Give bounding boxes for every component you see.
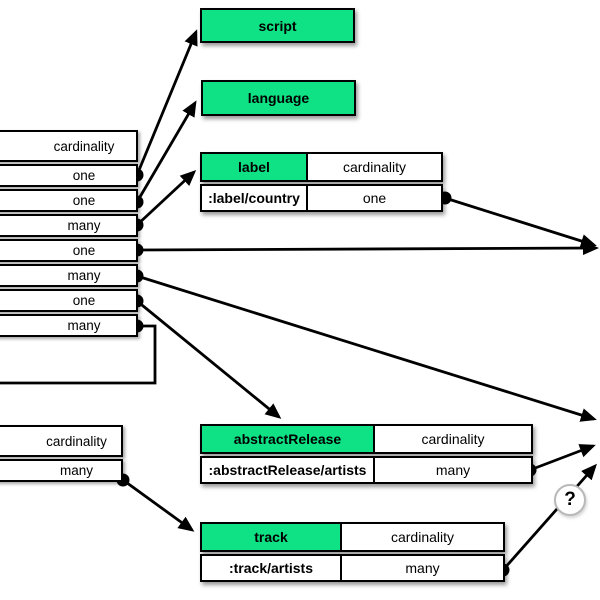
cardinality-cell: many [0,214,138,237]
cardinality-header-cell: cardinality [373,424,533,454]
cardinality-cell: many [340,554,505,582]
cardinality-value: one [72,168,96,183]
cardinality-header-cell: cardinality [340,522,505,552]
node-track-table: track cardinality :track/artists many [200,522,505,582]
table-row: :track/artists many [200,554,505,582]
node-title-cell: track [200,522,342,552]
cardinality-value: one [72,293,96,308]
table-header-row: abstractRelease cardinality [200,424,533,454]
edge-many-elbow-offscreen-left [0,324,157,385]
cardinality-cell: one [0,189,138,212]
edge-one-to-right-upper [136,241,599,256]
cardinality-cell: one [0,164,138,187]
node-abstractrelease-table: abstractRelease cardinality :abstractRel… [200,424,533,484]
question-badge: ? [554,484,586,516]
node-language: language [201,80,356,116]
header-text: cardinality [46,433,107,449]
table-header-row: label cardinality [200,152,443,182]
cardinality-cell: one [306,184,443,212]
cardinality-cell: one [0,239,138,262]
entity-table-left-top: cardinality one one many one many one ma… [0,130,138,337]
cardinality-value: one [72,243,96,258]
edge-many-to-track [122,478,195,532]
cardinality-value: many [67,318,101,333]
cardinality-cell: one [0,289,138,312]
header-text: cardinality [53,138,115,154]
node-title-cell: abstractRelease [200,424,375,454]
node-title-cell: label [200,152,308,182]
edge-abstractrelease-to-right-lower [529,444,596,472]
table-header-row: track cardinality [200,522,505,552]
cardinality-cell: many [0,459,123,482]
cardinality-cell: many [373,456,533,484]
table-row: :abstractRelease/artists many [200,456,533,484]
property-cell: :label/country [200,184,308,212]
property-cell: :track/artists [200,554,342,582]
node-label-table: label cardinality :label/country one [200,152,443,212]
edge-one-to-abstractrelease [136,299,282,419]
edge-one-to-language [135,100,197,203]
cardinality-value: one [72,193,96,208]
node-script: script [200,8,355,43]
cardinality-header-cell: cardinality [306,152,443,182]
entity-table-left-bottom: cardinality many [0,425,123,482]
property-cell: :abstractRelease/artists [200,456,375,484]
cardinality-header-cell: cardinality [0,425,123,457]
table-row: :label/country one [200,184,443,212]
cardinality-cell: many [0,314,138,337]
cardinality-cell: many [0,264,138,287]
cardinality-header-cell: cardinality [0,130,138,162]
edge-many-to-label [136,169,197,227]
cardinality-value: many [59,463,93,478]
cardinality-value: many [67,218,101,233]
edge-track-to-right-lower [501,463,597,571]
edge-many-to-right-lower [136,274,597,422]
cardinality-value: many [67,268,101,283]
edge-one-to-script [135,29,198,176]
edge-label-to-right-upper [444,196,597,248]
